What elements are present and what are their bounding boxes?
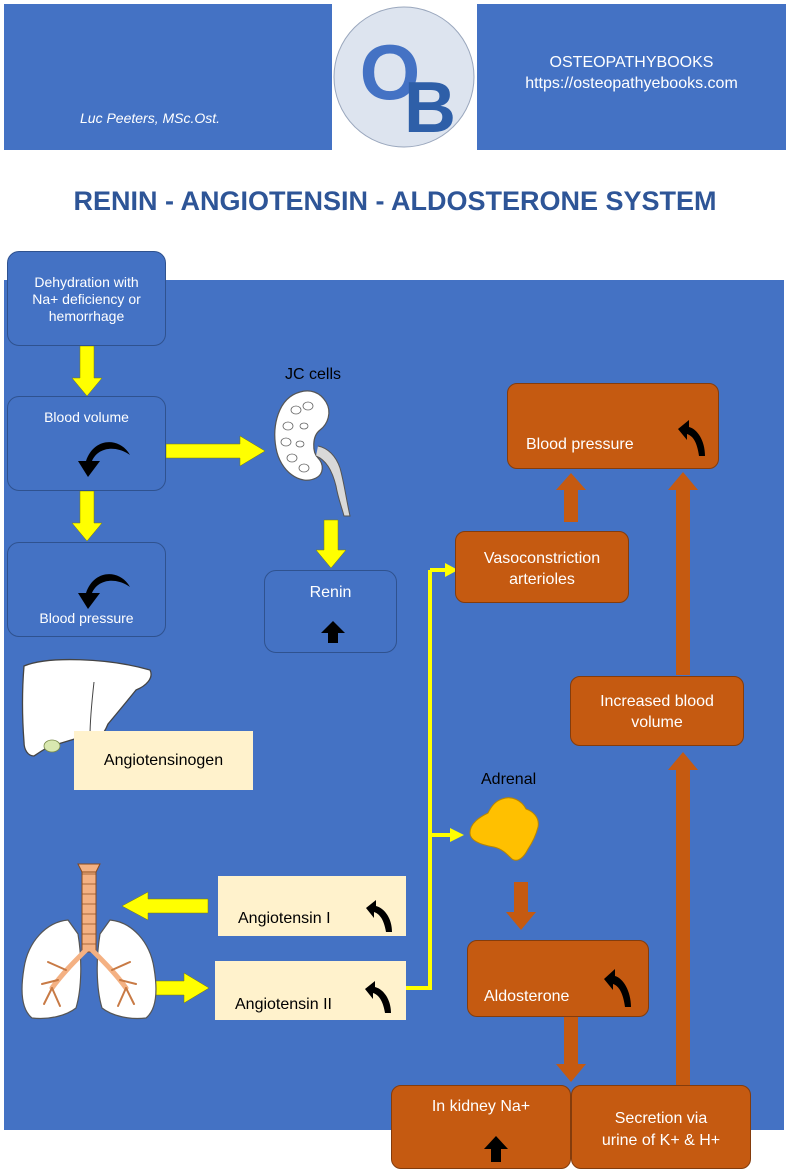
osteopathybooks-logo: O B bbox=[333, 6, 475, 148]
blood-pressure-low-box: Blood pressure bbox=[7, 542, 166, 637]
angiotensin-2-label: Angiotensin II bbox=[235, 996, 332, 1013]
adrenal-label: Adrenal bbox=[481, 771, 537, 788]
line-angiotensin2-branch bbox=[402, 570, 432, 990]
arrow-volume-to-pressure bbox=[71, 490, 103, 542]
logo-letter-b: B bbox=[404, 68, 456, 148]
blood-pressure-low-label: Blood pressure bbox=[39, 610, 134, 626]
arrow-secretion-to-volume bbox=[668, 752, 698, 1085]
lungs-icon bbox=[21, 863, 157, 1020]
dehydration-text: Dehydration with Na+ deficiency or hemor… bbox=[32, 274, 141, 324]
brand-url[interactable]: https://osteopathyebooks.com bbox=[525, 75, 738, 92]
author-name: Luc Peeters, MSc.Ost. bbox=[80, 110, 221, 126]
logo-area: O B bbox=[332, 4, 477, 150]
secretion-label-1: Secretion via bbox=[614, 1110, 708, 1127]
arrow-aldosterone-to-kidney bbox=[556, 1017, 586, 1082]
brand-name: OSTEOPATHYBOOKS bbox=[549, 54, 714, 71]
blood-pressure-high-box: Blood pressure bbox=[507, 383, 719, 469]
logo-letter-o: O bbox=[360, 28, 421, 116]
kidney-icon bbox=[274, 390, 351, 517]
arrowhead-to-vasoconstriction bbox=[445, 563, 458, 577]
kidney-na-box: In kidney Na+ bbox=[391, 1085, 571, 1169]
angiotensin-2-box: Angiotensin II bbox=[215, 961, 406, 1020]
increased-volume-label-1: Increased blood bbox=[600, 693, 714, 710]
dehydration-box: Dehydration with Na+ deficiency or hemor… bbox=[7, 251, 166, 346]
arrow-vasoconstriction-to-bp bbox=[556, 473, 586, 522]
arrow-angiotensin1-to-lungs bbox=[121, 891, 209, 921]
secretion-label-2: urine of K+ & H+ bbox=[601, 1132, 721, 1149]
blood-volume-label: Blood volume bbox=[44, 409, 129, 425]
header-left-band bbox=[4, 4, 332, 150]
curved-arrow-up-icon bbox=[604, 969, 631, 1007]
angiotensin-1-label: Angiotensin I bbox=[238, 910, 331, 927]
curved-arrow-down-icon bbox=[78, 574, 130, 609]
adrenal-gland-icon bbox=[469, 797, 539, 861]
curved-arrow-up-icon bbox=[366, 900, 392, 932]
vasoconstriction-label-1: Vasoconstriction bbox=[483, 550, 601, 567]
curved-arrow-up-icon bbox=[678, 420, 705, 456]
brand-block: OSTEOPATHYBOOKS https://osteopathyebooks… bbox=[477, 52, 786, 94]
arrow-kidney-to-renin bbox=[315, 519, 347, 569]
blood-pressure-high-label: Blood pressure bbox=[526, 436, 634, 453]
vasoconstriction-box: Vasoconstriction arterioles bbox=[455, 531, 629, 603]
arrow-volume-to-kidney bbox=[165, 435, 266, 467]
renin-label: Renin bbox=[309, 584, 352, 601]
aldosterone-box: Aldosterone bbox=[467, 940, 649, 1017]
vasoconstriction-label-2: arterioles bbox=[509, 571, 575, 588]
blood-volume-box: Blood volume bbox=[7, 396, 166, 491]
increased-volume-label-2: volume bbox=[631, 714, 683, 731]
curved-arrow-down-icon bbox=[78, 442, 130, 477]
angiotensinogen-box: Angiotensinogen bbox=[74, 731, 253, 790]
increased-volume-box: Increased blood volume bbox=[570, 676, 744, 746]
header-right-band bbox=[477, 4, 786, 150]
aldosterone-label: Aldosterone bbox=[484, 988, 570, 1005]
curved-arrow-up-icon bbox=[365, 981, 391, 1013]
angiotensinogen-label: Angiotensinogen bbox=[103, 752, 224, 769]
arrow-up-icon bbox=[484, 1136, 508, 1162]
arrow-volume-to-bp bbox=[668, 472, 698, 675]
jc-cells-label: JC cells bbox=[285, 366, 342, 383]
arrow-up-icon bbox=[321, 621, 345, 643]
angiotensin-1-box: Angiotensin I bbox=[218, 876, 406, 936]
arrow-adrenal-to-aldosterone bbox=[506, 882, 536, 930]
page-title: RENIN - ANGIOTENSIN - ALDOSTERONE SYSTEM bbox=[73, 186, 717, 216]
kidney-na-label: In kidney Na+ bbox=[431, 1098, 531, 1115]
secretion-box: Secretion via urine of K+ & H+ bbox=[571, 1085, 751, 1169]
renin-box: Renin bbox=[264, 570, 397, 653]
arrowhead-to-adrenal bbox=[450, 828, 464, 842]
arrow-dehydration-to-volume bbox=[71, 345, 103, 397]
